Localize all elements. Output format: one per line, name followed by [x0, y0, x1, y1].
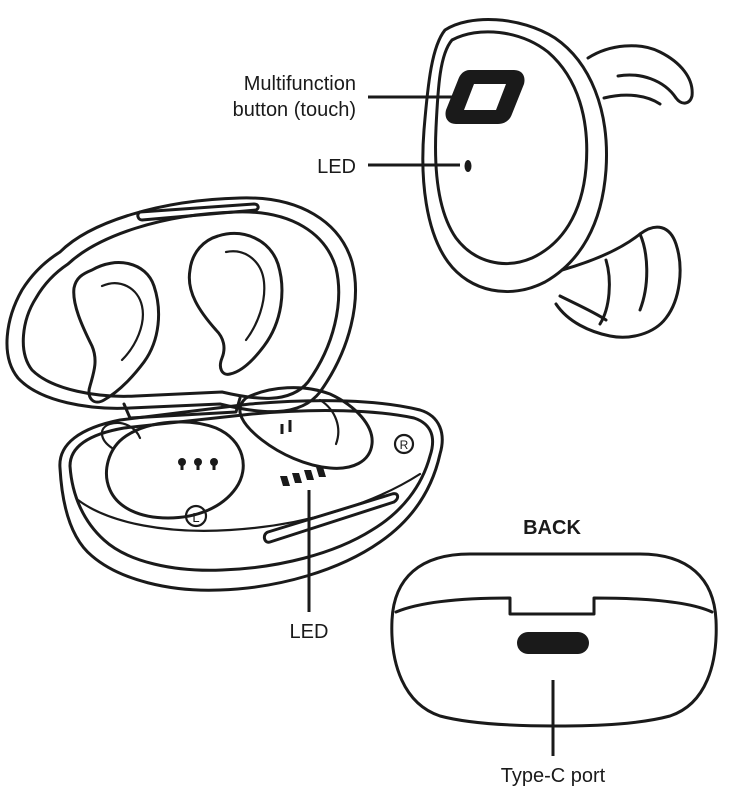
- earbud-led-label: LED: [317, 156, 356, 178]
- case-led-indicators: [280, 467, 326, 486]
- multifunction-button-icon: [445, 70, 525, 124]
- case-led-label: LED: [290, 621, 329, 643]
- case-back-illustration: [390, 552, 718, 728]
- type-c-label: Type-C port: [501, 765, 606, 787]
- earbud-led-dot: [464, 160, 472, 172]
- back-title: BACK: [523, 517, 581, 539]
- earbud-illustration: [421, 18, 694, 339]
- multifunction-label-line2: button (touch): [233, 99, 356, 121]
- left-marker-icon: L: [184, 504, 208, 528]
- svg-text:R: R: [400, 438, 409, 452]
- svg-text:L: L: [192, 510, 199, 525]
- multifunction-label-line1: Multifunction: [244, 73, 356, 95]
- right-marker-icon: R: [393, 433, 415, 455]
- open-case-illustration: L R: [5, 196, 444, 592]
- type-c-port-icon: [517, 632, 589, 654]
